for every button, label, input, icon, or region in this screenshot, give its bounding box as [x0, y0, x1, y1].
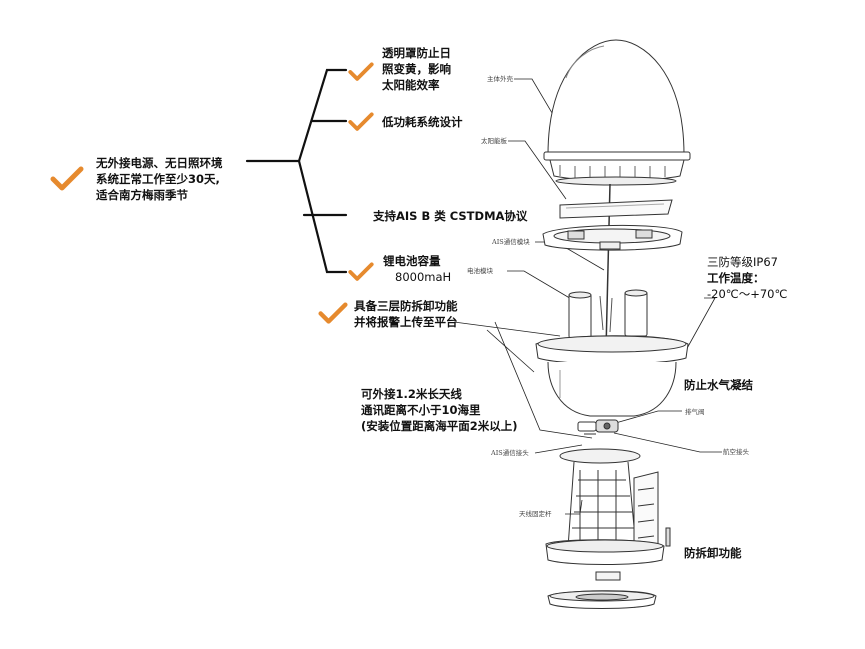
main-feature-line: 适合南方梅雨季节 [96, 188, 188, 202]
feature-antenna: 可外接1.2米长天线 通讯距离不小于10海里 (安装位置距离海平面2米以上) [361, 386, 518, 434]
part-label-ais-module: AIS通信模块 [492, 238, 530, 246]
feature-line: 锂电池容量 [383, 254, 441, 268]
feature-line: 通讯距离不小于10海里 [361, 403, 481, 417]
part-label-solar-panel: 太阳能板 [481, 137, 507, 145]
antenna-mount [545, 448, 671, 581]
part-label-ais-connector: AIS通信接头 [491, 449, 529, 457]
feature-line: 可外接1.2米长天线 [361, 387, 462, 401]
feature-uv-cover: 透明罩防止日 照变黄，影响 太阳能效率 [382, 45, 451, 93]
feature-line: -20℃～+70℃ [707, 287, 788, 301]
feature-line: 支持AIS B 类 CSTDMA协议 [373, 209, 528, 223]
part-label-aviation-plug: 航空接头 [723, 448, 749, 456]
part-label-antenna-rod: 天线固定杆 [519, 510, 552, 518]
battery-pack [568, 289, 648, 339]
part-label-battery-module: 电池模块 [467, 267, 493, 275]
main-feature-text: 无外接电源、无日照环境 系统正常工作至少30天, 适合南方梅雨季节 [96, 155, 223, 203]
main-feature-line: 无外接电源、无日照环境 [96, 156, 223, 170]
feature-anti-condensation: 防止水气凝结 [684, 377, 753, 393]
feature-low-power: 低功耗系统设计 [382, 114, 463, 130]
feature-ais-protocol: 支持AIS B 类 CSTDMA协议 [373, 208, 527, 224]
main-feature-line: 系统正常工作至少30天, [96, 172, 220, 186]
part-label-vent-valve: 排气阀 [685, 408, 705, 416]
leader-lines [453, 78, 722, 515]
check-icon [348, 262, 374, 281]
feature-battery: 锂电池容量 8000maH [383, 253, 451, 285]
feature-line: 防拆卸功能 [684, 546, 742, 560]
feature-line: 工作温度： [707, 271, 765, 285]
feature-line: 照变黄，影响 [382, 62, 451, 76]
feature-line: 三防等级IP67 [707, 255, 778, 269]
check-icon [50, 166, 84, 191]
feature-line: 透明罩防止日 [382, 46, 451, 60]
feature-line: 8000maH [395, 270, 452, 284]
feature-bracket [245, 68, 348, 274]
ais-module-board [542, 224, 683, 251]
feature-anti-tamper: 具备三层防拆卸功能 并将报警上传至平台 [354, 298, 458, 330]
feature-line: 具备三层防拆卸功能 [354, 299, 458, 313]
feature-line: 防止水气凝结 [684, 378, 753, 392]
feature-line: (安装位置距离海平面2米以上) [361, 419, 518, 433]
feature-line: 低功耗系统设计 [382, 115, 463, 129]
solar-panel-plate [559, 199, 673, 219]
feature-ip67: 三防等级IP67 工作温度： -20℃～+70℃ [707, 254, 787, 302]
check-icon [318, 302, 348, 324]
dome-cover [543, 39, 691, 186]
main-housing [535, 335, 689, 417]
check-icon [348, 62, 374, 81]
bottom-connectors [577, 419, 619, 435]
feature-line: 太阳能效率 [382, 78, 440, 92]
feature-tamper-proof: 防拆卸功能 [684, 545, 742, 561]
part-label-outer-shell: 主体外壳 [487, 75, 513, 83]
base-plate [547, 590, 657, 609]
check-icon [348, 112, 374, 131]
feature-line: 并将报警上传至平台 [354, 315, 458, 329]
